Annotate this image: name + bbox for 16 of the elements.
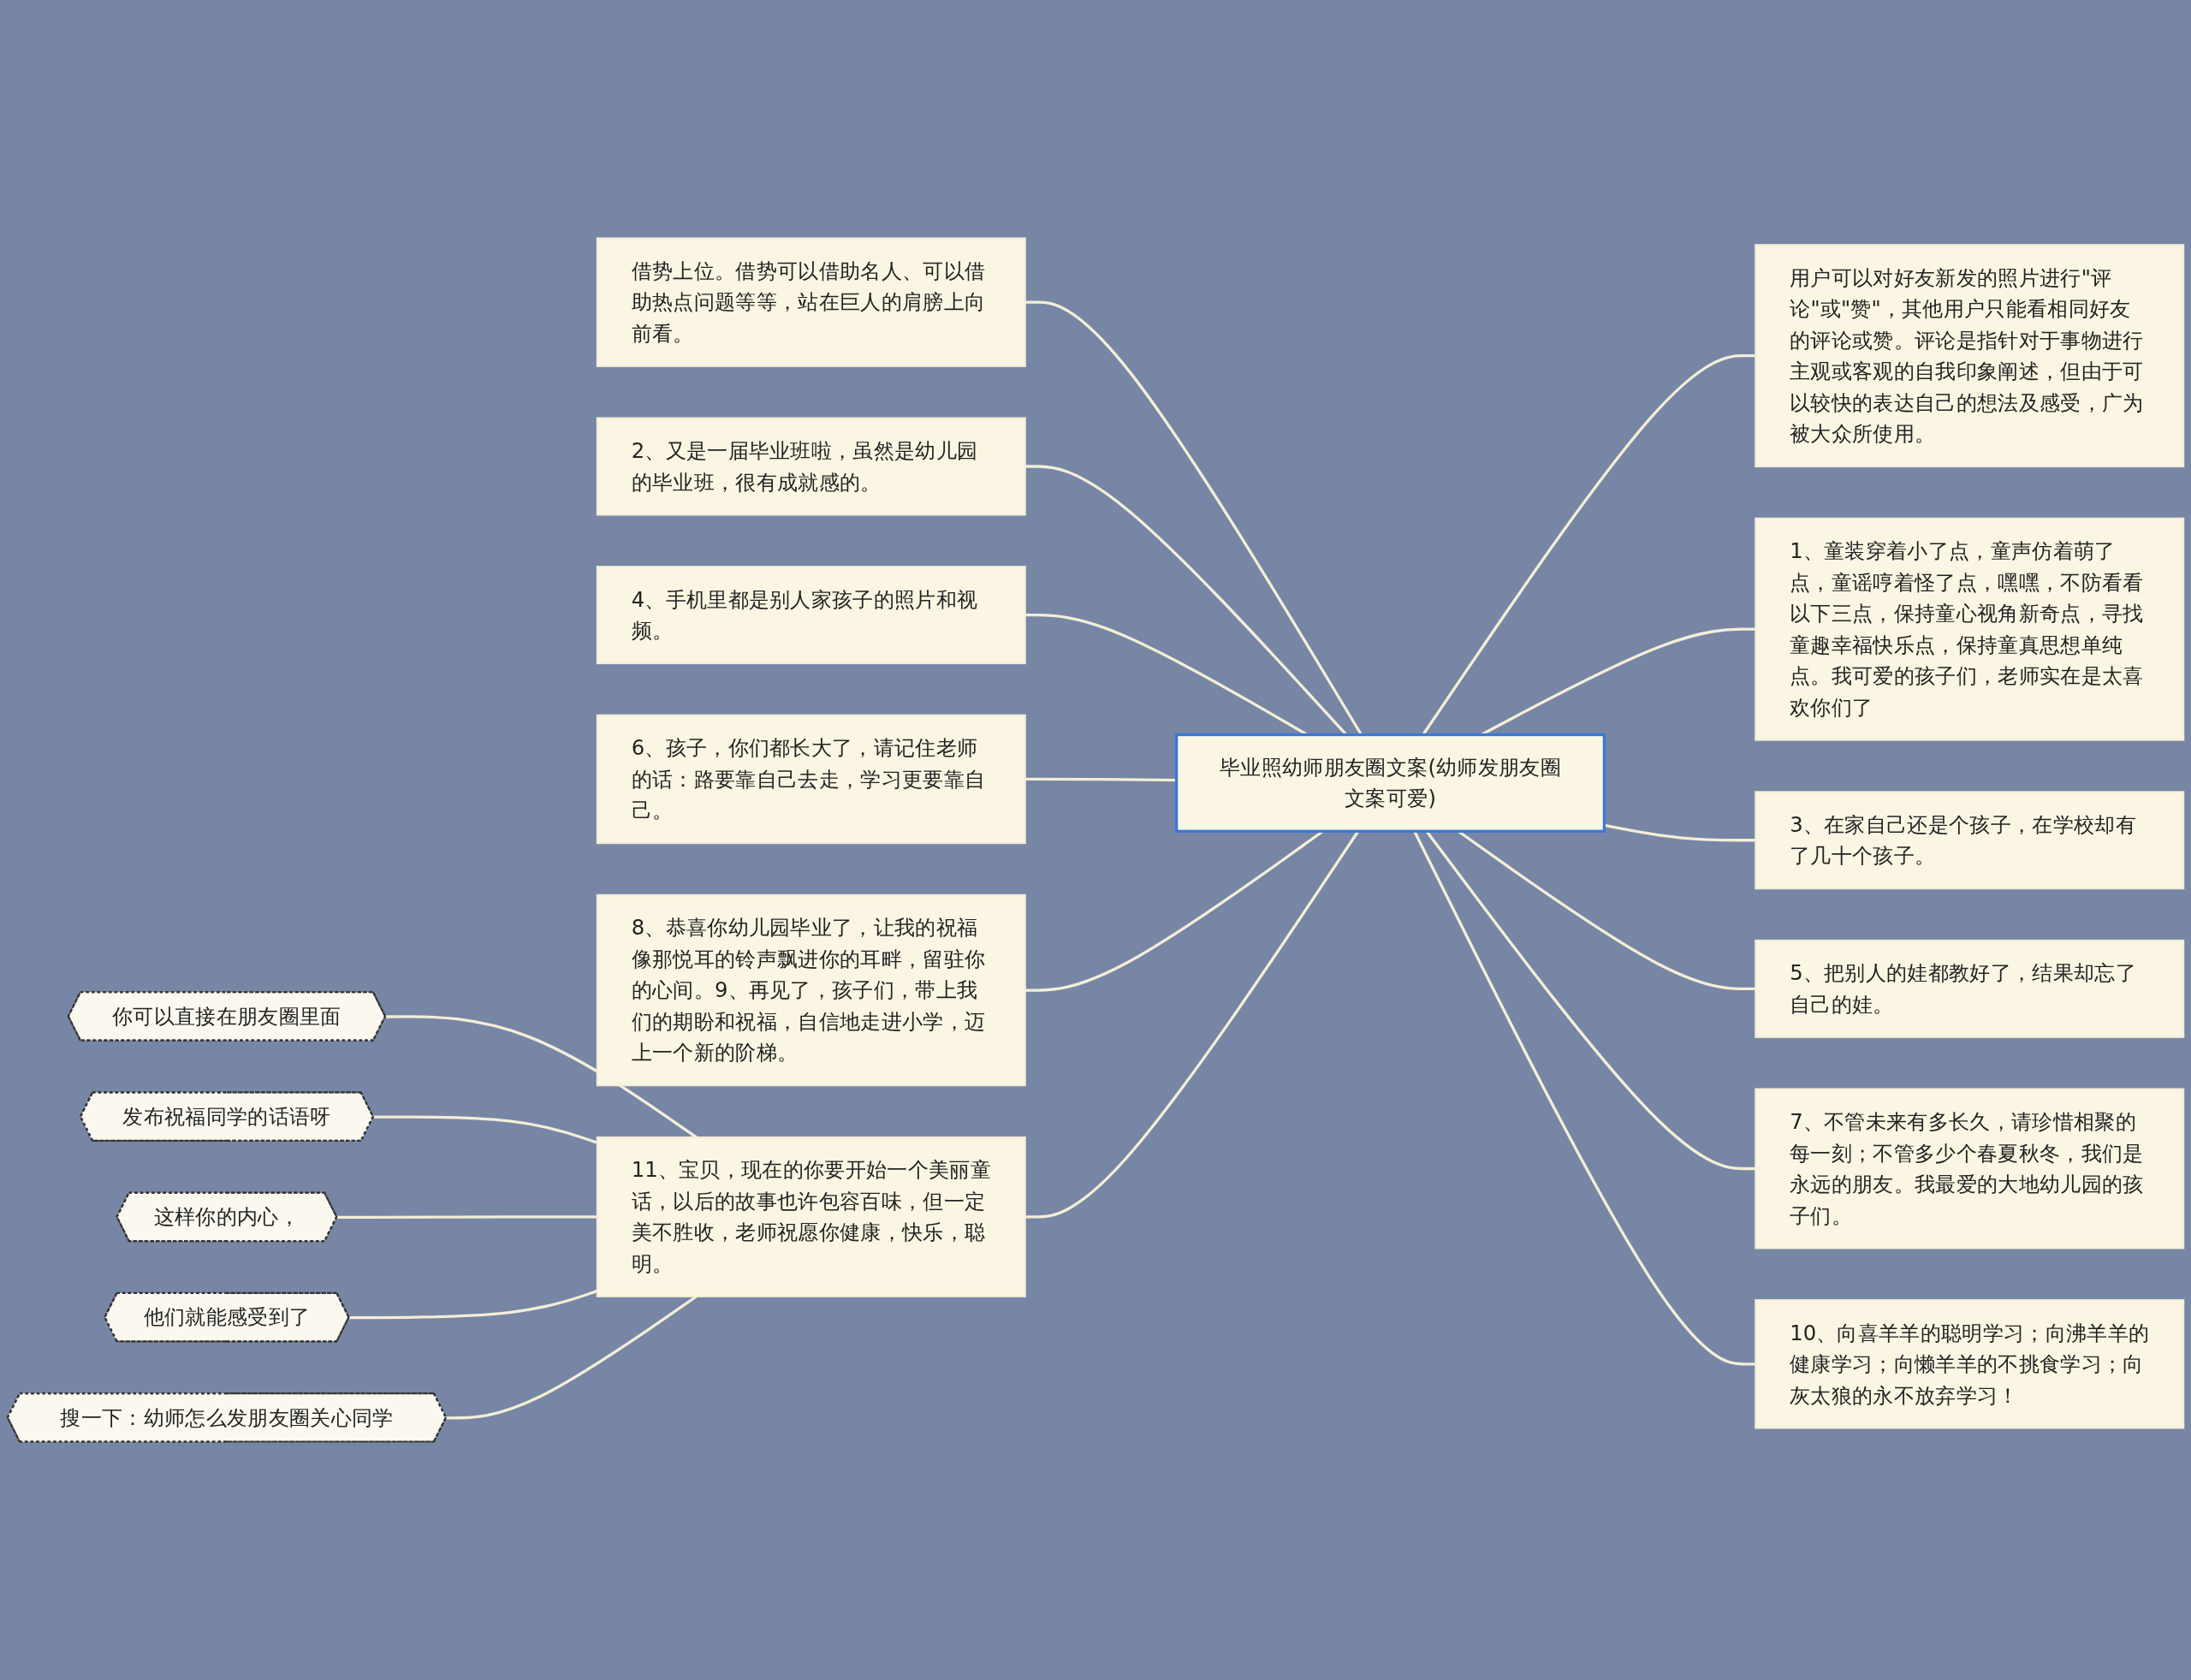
node-box: 11、宝贝，现在的你要开始一个美丽童话，以后的故事也许包容百味，但一定美不胜收，老师祝愿你健康，快乐，聪明。 xyxy=(596,1136,1026,1297)
node-box: 1、童装穿着小了点，童声仿着萌了点，童谣哼着怪了点，嘿嘿，不防看看以下三点，保持童心视角新奇点，寻找童趣幸福快乐点，保持童真思想单纯点。我可爱的孩子们，老师实在是太喜欢你们了 xyxy=(1755,517,2185,741)
connector xyxy=(1604,823,1756,842)
node-box: 7、不管未来有多长久，请珍惜相聚的每一刻；不管多少个春夏秋冬，我们是永远的朋友。我最爱的大地幼儿园的孩子们。 xyxy=(1755,1088,2185,1250)
node-box: 3、在家自己还是个孩子，在学校却有了几十个孩子。 xyxy=(1755,791,2185,890)
node-box: 10、向喜羊羊的聪明学习；向沸羊羊的健康学习；向懒羊羊的不挑食学习；向灰太狼的永不放弃学习！ xyxy=(1755,1299,2185,1429)
node-box: 2、又是一届毕业班啦，虽然是幼儿园的毕业班，很有成就感的。 xyxy=(596,417,1026,516)
node-box: 借势上位。借势可以借助名人、可以借助热点问题等等，站在巨人的肩膀上向前看。 xyxy=(596,237,1026,367)
node-box: 4、手机里都是别人家孩子的照片和视频。 xyxy=(596,566,1026,665)
node-box: 毕业照幼师朋友圈文案(幼师发朋友圈文案可爱) xyxy=(1174,733,1606,833)
node-box: 6、孩子，你们都长大了，请记住老师的话：路要靠自己去走，学习更要靠自己。 xyxy=(596,714,1026,845)
node-box: 8、恭喜你幼儿园毕业了，让我的祝福像那悦耳的铃声飘进你的耳畔，留驻你的心间。9、再见了，孩子们，带上我们的期盼和祝福，自信地走进小学，迈上一个新的阶梯。 xyxy=(596,893,1026,1087)
connector xyxy=(349,1289,598,1320)
connector xyxy=(336,1215,597,1220)
node-box: 5、把别人的娃都教好了，结果却忘了自己的娃。 xyxy=(1755,939,2185,1038)
node-box: 用户可以对好友新发的照片进行"评论"或"赞"，其他用户只能看相同好友的评论或赞。评论是指针对于事物进行主观或客观的自我印象阐述，但由于可以较快的表达自己的想法及感受，广为被大众所使用。 xyxy=(1755,244,2185,468)
